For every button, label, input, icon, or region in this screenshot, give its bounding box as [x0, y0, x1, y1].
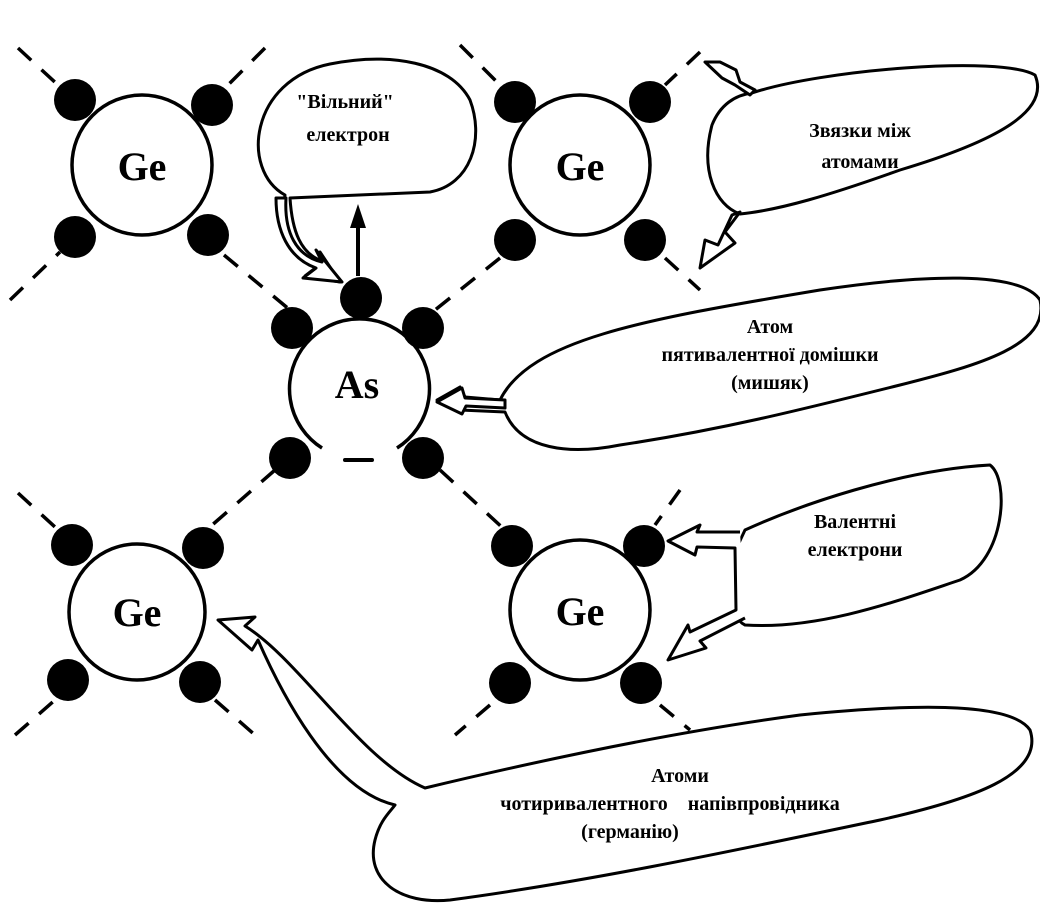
valence-electron [491, 525, 533, 567]
callout-text-line: (германію) [581, 821, 679, 843]
callout-text-line: Атоми [651, 765, 709, 787]
callout-valence: Валентні електрони [666, 463, 1003, 662]
free-electron [340, 277, 382, 319]
bond-line [653, 488, 682, 527]
callout-bubble [706, 64, 1040, 216]
valence-electron [494, 219, 536, 261]
bond-line [8, 250, 62, 302]
bond-line [658, 703, 692, 732]
bond-pointer-arrow [703, 60, 757, 97]
atom-label: Ge [556, 589, 605, 634]
bond-line [458, 43, 502, 87]
callout-text-line: електрон [306, 124, 389, 146]
impurity-pointer-arrow [435, 386, 507, 416]
callout-bubble [735, 463, 1003, 628]
callout-text-line: Звязки між [809, 120, 911, 142]
valence-electron [54, 216, 96, 258]
bond-line [423, 256, 502, 320]
bond-lines [8, 43, 702, 737]
callout-bubble [435, 276, 1040, 451]
atom-label: Ge [118, 144, 167, 189]
atom-label: As [335, 362, 379, 407]
callout-bonds: Звязки між атомами [698, 60, 1040, 270]
callout-text-line: електрони [808, 539, 903, 561]
atom-ge-bottom-right: Ge [489, 525, 665, 704]
bond-line [16, 46, 60, 87]
bond-line [663, 50, 702, 87]
callout-free-electron: "Вільний" електрон [256, 57, 478, 284]
valence-electron [51, 524, 93, 566]
bond-line [193, 468, 277, 542]
bond-line [453, 703, 492, 737]
bond-line [222, 253, 292, 312]
bond-line [438, 468, 507, 532]
valence-pointer-arrow [666, 523, 746, 662]
callout-text-line: Валентні [814, 511, 896, 533]
valence-electron [402, 307, 444, 349]
valence-electron [54, 79, 96, 121]
atom-label: Ge [556, 144, 605, 189]
valence-electron [269, 437, 311, 479]
valence-electron [624, 219, 666, 261]
atom-nucleus [70, 93, 214, 237]
valence-electron [489, 662, 531, 704]
valence-electron [271, 307, 313, 349]
callout-text-line: "Вільний" [296, 91, 393, 113]
callout-text-line: пятивалентної домішки [661, 344, 878, 366]
callout-impurity: Атом пятивалентної домішки (мишяк) [435, 276, 1040, 451]
atom-as-center: As [269, 277, 444, 479]
free-electron-pointer-arrow [274, 196, 344, 284]
arrow-up-icon [350, 204, 366, 228]
bond-pointer-arrow [698, 210, 742, 270]
atom-ge-top-left: Ge [54, 79, 233, 258]
valence-electron [182, 527, 224, 569]
valence-electron [47, 659, 89, 701]
callout-text-line: Атом [747, 316, 793, 338]
callout-text-line: атомами [821, 151, 898, 173]
bond-line [16, 491, 57, 529]
valence-electron [623, 525, 665, 567]
atom-nucleus [67, 542, 207, 682]
atom-nucleus [508, 93, 652, 237]
valence-electron [187, 214, 229, 256]
callout-text-line: (мишяк) [731, 372, 809, 394]
valence-electron [620, 662, 662, 704]
bond-line [663, 256, 702, 292]
bond-line [213, 698, 257, 737]
callout-semiconductor: Атоми чотиривалентного напівпровідника (… [216, 615, 1034, 903]
atom-nucleus [508, 538, 652, 682]
bond-line [226, 46, 267, 87]
valence-electron [191, 84, 233, 126]
valence-electron [494, 81, 536, 123]
valence-electron [402, 437, 444, 479]
callout-bubble [216, 615, 1034, 903]
valence-electron [179, 661, 221, 703]
atom-label: Ge [113, 590, 162, 635]
callout-text-line: чотиривалентного напівпровідника [500, 793, 840, 815]
atom-ge-top-right: Ge [494, 81, 671, 261]
valence-electron [629, 81, 671, 123]
atom-ge-bottom-left: Ge [47, 524, 224, 703]
bond-line [13, 698, 57, 737]
